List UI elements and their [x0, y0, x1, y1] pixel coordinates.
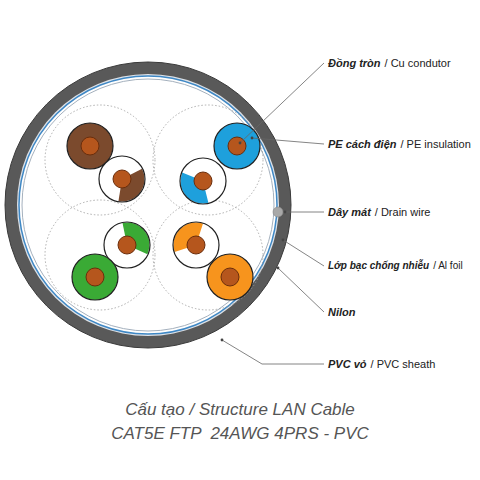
- part-name: Đồng tròn: [328, 56, 381, 70]
- pair-group: [45, 105, 155, 215]
- callout-label: Nilon: [328, 305, 356, 319]
- pe-insulation: [180, 158, 226, 204]
- twisted-wire: [207, 254, 253, 300]
- leader-dot: [277, 267, 280, 270]
- leader-dot: [282, 239, 285, 242]
- part-name: PE cách điện: [328, 137, 396, 151]
- twisted-wire: [72, 254, 118, 300]
- leader-line: [252, 138, 324, 144]
- copper-conductor: [113, 170, 131, 188]
- insulation-outline: [207, 254, 253, 300]
- pe-insulation: [207, 254, 253, 300]
- copper-conductor: [187, 236, 205, 254]
- nylon-layer: [17, 74, 279, 336]
- insulation-outline: [214, 123, 260, 169]
- al-foil: [22, 79, 274, 331]
- leader-line: [283, 240, 324, 266]
- callout-label: PE cách điện / PE insulation: [328, 137, 471, 151]
- insulation-outline: [99, 156, 145, 202]
- pair-group: [153, 105, 263, 215]
- part-name: / PE insulation: [400, 137, 470, 151]
- pe-insulation: [214, 123, 260, 169]
- pair-group: [153, 200, 263, 310]
- part-name: Nilon: [328, 305, 356, 319]
- diagram-caption: CAT5E FTP 24AWG 4PRS - PVC: [0, 424, 480, 444]
- leader-line: [222, 340, 324, 364]
- part-name: Lớp bạc chống nhiễu: [328, 259, 429, 273]
- part-name: / Al foil: [433, 259, 462, 273]
- diagram-title: Cấu tạo / Structure LAN Cable: [0, 400, 480, 420]
- part-name: / PVC sheath: [371, 357, 436, 371]
- twisted-wire: [180, 158, 226, 204]
- drain-wire: [273, 207, 283, 217]
- insulation-outline: [173, 222, 219, 268]
- part-name: Dây mát: [328, 205, 371, 219]
- pair-group: [45, 200, 155, 310]
- copper-conductor: [81, 137, 99, 155]
- insulation-outline: [180, 158, 226, 204]
- leader-dot: [251, 137, 254, 140]
- part-name: / Drain wire: [375, 205, 431, 219]
- part-name: PVC vỏ: [328, 357, 367, 371]
- pe-insulation: [72, 254, 118, 300]
- insulation-outline: [72, 254, 118, 300]
- copper-conductor: [221, 268, 239, 286]
- copper-conductor: [194, 172, 212, 190]
- twisted-wire: [99, 156, 145, 202]
- callout-label: Đồng tròn / Cu condutor: [328, 56, 451, 70]
- pe-insulation: [99, 156, 145, 202]
- callout-label: Dây mát / Drain wire: [328, 205, 430, 219]
- leader-dot: [284, 211, 287, 214]
- copper-conductor: [118, 236, 136, 254]
- leader-line: [240, 63, 324, 143]
- copper-conductor: [86, 268, 104, 286]
- callout-label: PVC vỏ / PVC sheath: [328, 357, 435, 371]
- nylon-line: [19, 76, 277, 334]
- leader-line: [285, 212, 324, 213]
- pvc-sheath: [5, 62, 291, 348]
- pe-insulation: [173, 222, 219, 268]
- leader-line: [278, 268, 324, 312]
- twisted-wire: [173, 222, 219, 268]
- twisted-wire: [214, 123, 260, 169]
- callout-label: Lớp bạc chống nhiễu / Al foil: [328, 259, 463, 273]
- part-name: / Cu condutor: [385, 56, 451, 70]
- leader-dot: [221, 339, 224, 342]
- leader-dot: [239, 142, 242, 145]
